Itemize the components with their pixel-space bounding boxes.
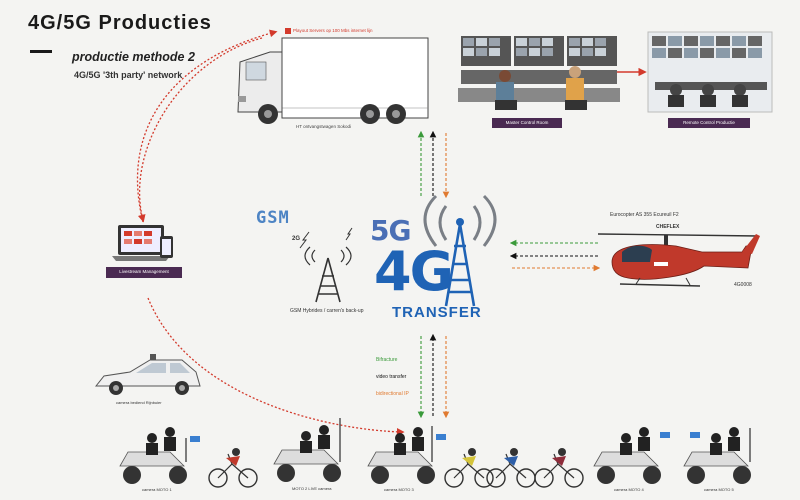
laptop-icon	[112, 225, 170, 261]
cyclist-icon	[534, 448, 584, 488]
control-room-icon	[458, 36, 620, 110]
moto-caption: camera MOTO 5	[704, 487, 734, 492]
page-subtitle: productie methode 2	[72, 50, 195, 64]
helicopter-reg: 4G0008	[734, 282, 752, 288]
remote-studio-icon	[647, 31, 773, 113]
moto-icon	[683, 427, 751, 484]
remote-studio-label: Remote Control Productie	[683, 120, 735, 125]
title-divider	[30, 50, 52, 53]
car-caption: camera bediend Rijnbuier	[116, 400, 162, 405]
gsm-caption: GSM Hybrides / carren's back-up	[290, 308, 364, 314]
camera-car-icon	[94, 354, 201, 395]
control-room-label-box	[492, 118, 562, 128]
link-tower-motos	[417, 333, 450, 419]
truck-caption: HT ontvangstwagen Sokodi	[296, 124, 351, 129]
helicopter-name: CHEFLEX	[656, 224, 680, 230]
control-room-label: Master Control Room	[505, 120, 549, 125]
logo-transfer: TRANSFER	[392, 304, 482, 321]
helicopter-icon	[597, 233, 760, 287]
moto-caption: camera MOTO 3	[384, 487, 414, 492]
legend-item-ip: bidirectional IP	[376, 391, 409, 397]
phone-icon	[160, 236, 173, 258]
moto-caption: MOTO 2 LIVE camera	[292, 486, 332, 491]
page-title: 4G/5G Producties	[28, 12, 212, 34]
laptop-label: Livestream Management	[119, 269, 169, 274]
truck-icon	[237, 37, 429, 124]
arrow-laptop-to-truck	[136, 29, 278, 223]
moto-icon	[593, 427, 670, 484]
gsm-tower-icon	[299, 227, 353, 303]
link-legend: Bifracture video transfer bidirectional …	[376, 352, 409, 403]
logo-5g: 5G	[370, 214, 411, 247]
moto-icon	[367, 426, 446, 484]
gsm-band: 2G	[292, 236, 301, 242]
cyclist-icon	[208, 448, 258, 488]
network-label: 4G/5G '3th party' network	[74, 70, 183, 80]
arrow-laptop-to-bike	[147, 297, 405, 436]
gsm-logo: GSM	[256, 208, 290, 228]
link-truck-tower	[417, 130, 450, 199]
truck-banner-badge	[285, 28, 291, 34]
moto-caption: camera MOTO 4	[614, 487, 644, 492]
cyclist-icon	[486, 448, 536, 488]
laptop-label-box	[106, 267, 182, 278]
moto-icon	[273, 418, 341, 482]
transfer-tower-icon	[423, 194, 497, 307]
cyclist-icon	[444, 448, 494, 488]
logo-4g: 4G	[374, 240, 454, 303]
legend-item-video: video transfer	[376, 374, 407, 380]
legend-item-bifracture: Bifracture	[376, 357, 398, 363]
remote-studio-label-box	[668, 118, 750, 128]
moto-icon	[119, 427, 200, 484]
link-helicopter-tower	[509, 239, 601, 272]
helicopter-model: Eurocopter AS 355 Ecureuil F2	[610, 212, 679, 218]
truck-banner-text: Playout Servers op 100 Mbs internet lijn	[293, 28, 373, 33]
moto-caption: camera MOTO 1	[142, 487, 172, 492]
